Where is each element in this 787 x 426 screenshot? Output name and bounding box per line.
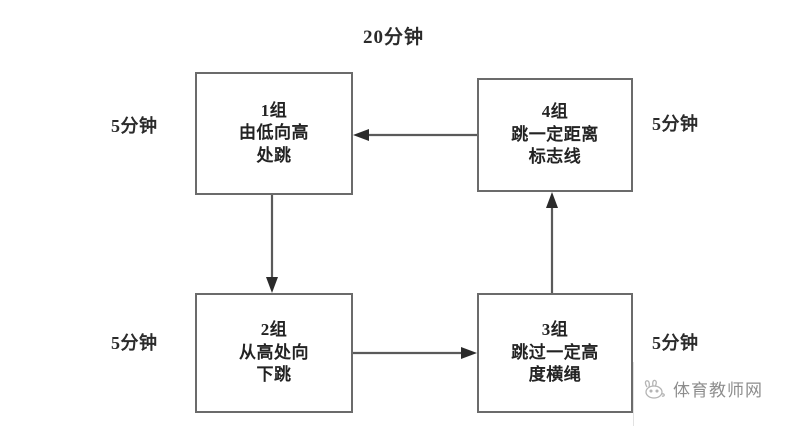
- node-line-1: 2组: [260, 320, 288, 340]
- flow-node-group-4: 4组 跳一定距离 标志线: [477, 78, 633, 192]
- node-line-2: 由低向高: [239, 123, 309, 143]
- flow-node-group-2: 2组 从高处向 下跳: [195, 293, 353, 413]
- duration-label-bottom-left: 5分钟: [111, 333, 158, 353]
- diagram-title: 20分钟: [362, 27, 424, 48]
- watermark-label: 体育教师网: [673, 381, 763, 400]
- node-line-3: 处跳: [256, 145, 292, 165]
- arrow-group1-to-group2: [266, 195, 278, 293]
- rabbit-icon: [644, 379, 665, 399]
- node-line-2: 跳一定距离: [511, 124, 599, 144]
- node-line-3: 标志线: [528, 147, 582, 167]
- flow-node-group-3: 3组 跳过一定高 度横绳: [477, 293, 633, 413]
- node-line-2: 跳过一定高: [511, 342, 599, 362]
- watermark-divider: [633, 362, 634, 426]
- duration-label-top-right: 5分钟: [652, 114, 699, 134]
- watermark: 体育教师网: [640, 376, 763, 401]
- arrow-group4-to-group1: [353, 129, 477, 141]
- node-line-1: 1组: [260, 100, 288, 120]
- arrow-group3-to-group4: [546, 192, 558, 293]
- node-line-2: 从高处向: [239, 342, 309, 362]
- node-line-3: 下跳: [256, 365, 292, 385]
- node-line-1: 4组: [541, 102, 569, 122]
- node-line-3: 度横绳: [528, 365, 582, 385]
- duration-label-bottom-right: 5分钟: [652, 333, 699, 353]
- duration-label-top-left: 5分钟: [111, 116, 158, 136]
- arrow-group2-to-group3: [353, 347, 477, 359]
- flow-node-group-1: 1组 由低向高 处跳: [195, 72, 353, 195]
- node-line-1: 3组: [541, 320, 569, 340]
